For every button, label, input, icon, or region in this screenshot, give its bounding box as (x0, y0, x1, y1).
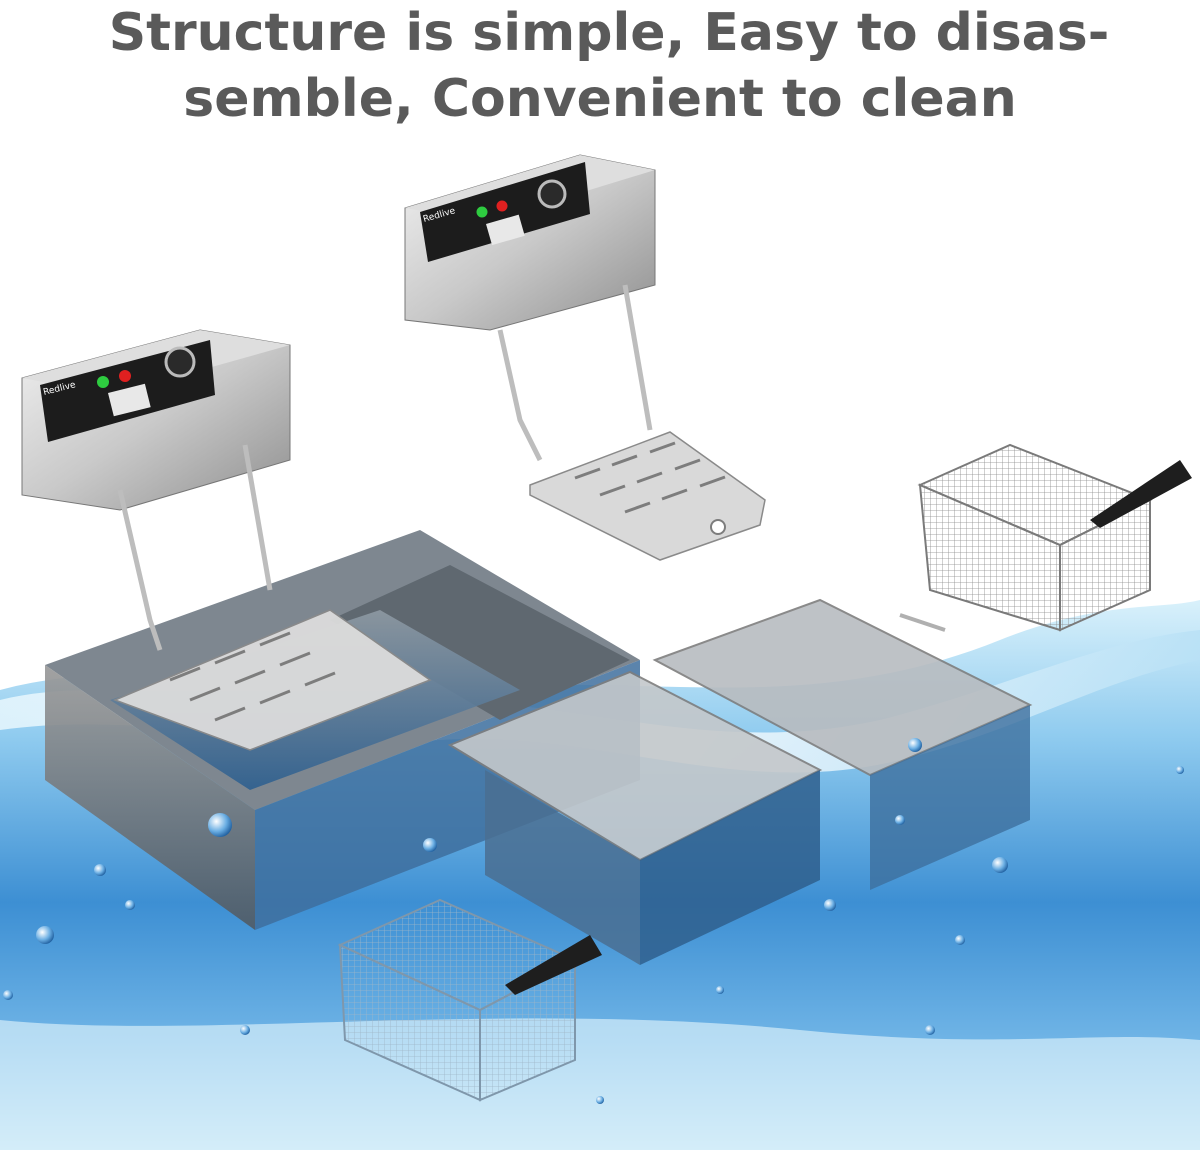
oil-tanks (447, 598, 1033, 965)
heating-indicator-icon (119, 370, 131, 382)
title-line-2: semble, Convenient to clean (183, 69, 1017, 129)
heating-indicator-icon (496, 200, 508, 212)
heating-element-left: Redlive (21, 329, 432, 751)
page-title: Structure is simple, Easy to disas- semb… (0, 0, 1200, 132)
power-indicator-icon (97, 376, 109, 388)
basket-handle-icon (1090, 460, 1192, 528)
thermostat-knob-icon (164, 346, 196, 378)
thermostat-knob-icon (537, 179, 567, 209)
heating-element-right: Redlive (404, 154, 766, 561)
power-indicator-icon (476, 206, 488, 218)
bubbles (3, 738, 1184, 1104)
fry-basket-bottom (337, 898, 602, 1102)
basket-handle-icon (505, 935, 602, 995)
title-line-1: Structure is simple, Easy to disas- (108, 3, 1110, 63)
fry-basket-top (917, 443, 1192, 632)
